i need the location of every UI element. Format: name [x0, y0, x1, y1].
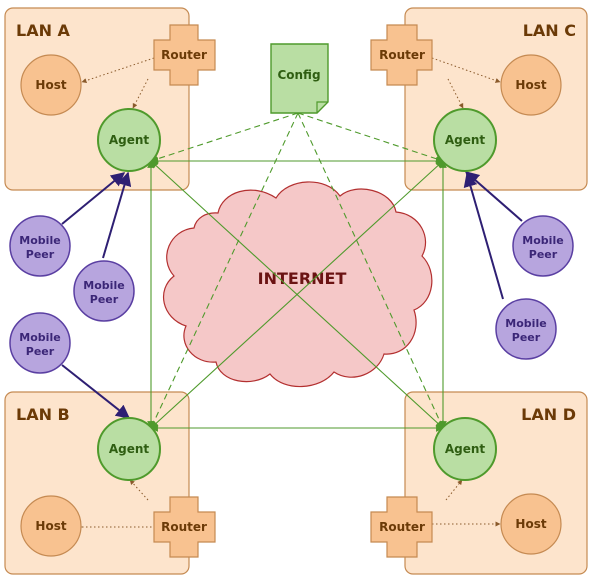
lan-b-host: Host	[20, 495, 82, 557]
lan-c-router-agent	[447, 78, 464, 109]
agent-icon	[433, 108, 497, 172]
lan-c-title: LAN C	[523, 21, 576, 40]
peer-5-line2: Peer	[512, 331, 541, 344]
peer-icon	[9, 215, 71, 277]
peer-icon	[495, 298, 557, 360]
peer-2-line2: Peer	[90, 293, 119, 306]
peer-1-line1: Mobile	[19, 234, 60, 247]
config-to-agent-b	[150, 112, 299, 429]
lan-d-agent-label: Agent	[445, 442, 486, 456]
link-c-b	[150, 160, 444, 429]
peer-3-line2: Peer	[26, 345, 55, 358]
lan-d-agent[interactable]: Agent	[433, 417, 497, 481]
lan-c-router: Router	[370, 24, 433, 86]
host-icon	[20, 495, 82, 557]
lan-a-router: Router	[153, 24, 216, 86]
peer-1-line2: Peer	[26, 248, 55, 261]
lan-b-agent-label: Agent	[109, 442, 150, 456]
mobile-peer-4: Mobile Peer	[512, 215, 574, 277]
peer-2-to-agent-a	[102, 171, 132, 259]
peer-icon	[73, 260, 135, 322]
lan-c-host-label: Host	[515, 78, 546, 92]
host-icon	[20, 54, 82, 116]
lan-b-title: LAN B	[16, 405, 70, 424]
peer-3-to-agent-b	[61, 364, 131, 419]
lan-d-router: Router	[370, 496, 433, 558]
lan-a-router-agent	[132, 78, 149, 109]
peer-icon	[9, 312, 71, 374]
lan-c-router-label: Router	[379, 48, 425, 62]
config-document: Config	[270, 43, 329, 114]
mobile-peer-3: Mobile Peer	[9, 312, 71, 374]
mobile-peer-2: Mobile Peer	[73, 260, 135, 322]
host-icon	[500, 54, 562, 116]
local-links	[77, 57, 501, 530]
lan-c-host: Host	[500, 54, 562, 116]
lan-d: LAN D	[404, 391, 588, 575]
document-icon	[270, 43, 329, 114]
lan-a-title: LAN A	[16, 21, 71, 40]
lan-d-host: Host	[500, 493, 562, 555]
host-icon	[500, 493, 562, 555]
mobile-peer-5: Mobile Peer	[495, 298, 557, 360]
config-links	[150, 112, 444, 429]
document-fold	[316, 101, 328, 113]
lan-a-agent-label: Agent	[109, 133, 150, 147]
lan-c-agent[interactable]: Agent	[433, 108, 497, 172]
lan-a-router-label: Router	[161, 48, 207, 62]
lan-a-router-host	[81, 57, 155, 83]
lan-a-agent[interactable]: Agent	[97, 108, 161, 172]
lan-b-router-label: Router	[161, 520, 207, 534]
lan-c-router-host	[431, 57, 501, 83]
lan-c: LAN C	[404, 7, 588, 191]
peer-icon	[512, 215, 574, 277]
lan-d-router-agent	[445, 479, 463, 501]
lan-b-host-label: Host	[35, 519, 66, 533]
config-to-agent-a	[150, 112, 299, 163]
peer-4-line1: Mobile	[522, 234, 563, 247]
lan-c-agent-label: Agent	[445, 133, 486, 147]
config-to-agent-c	[297, 112, 444, 163]
peer-links	[61, 171, 523, 419]
lan-b-router-agent	[129, 479, 149, 501]
agent-icon	[433, 417, 497, 481]
lan-b-agent[interactable]: Agent	[97, 417, 161, 481]
internet-label: INTERNET	[258, 269, 347, 288]
lan-d-host-label: Host	[515, 517, 546, 531]
peer-3-line1: Mobile	[19, 331, 60, 344]
agent-icon	[97, 417, 161, 481]
config-to-agent-d	[297, 112, 444, 429]
agent-mesh-links	[147, 157, 447, 432]
config-label: Config	[277, 68, 320, 82]
lan-d-router-label: Router	[379, 520, 425, 534]
router-icon	[370, 496, 433, 558]
lan-d-title: LAN D	[521, 405, 576, 424]
mobile-peer-1: Mobile Peer	[9, 215, 71, 277]
lan-a-host-label: Host	[35, 78, 66, 92]
peer-5-line1: Mobile	[505, 317, 546, 330]
lan-a-host: Host	[20, 54, 82, 116]
router-icon	[153, 496, 216, 558]
router-icon	[153, 24, 216, 86]
lan-b-router: Router	[153, 496, 216, 558]
router-icon	[370, 24, 433, 86]
peer-1-to-agent-a	[61, 172, 126, 225]
agent-icon	[97, 108, 161, 172]
peer-2-line1: Mobile	[83, 279, 124, 292]
peer-4-line2: Peer	[529, 248, 558, 261]
internet-cloud: INTERNET	[163, 181, 433, 388]
peer-5-to-agent-c	[463, 172, 504, 300]
